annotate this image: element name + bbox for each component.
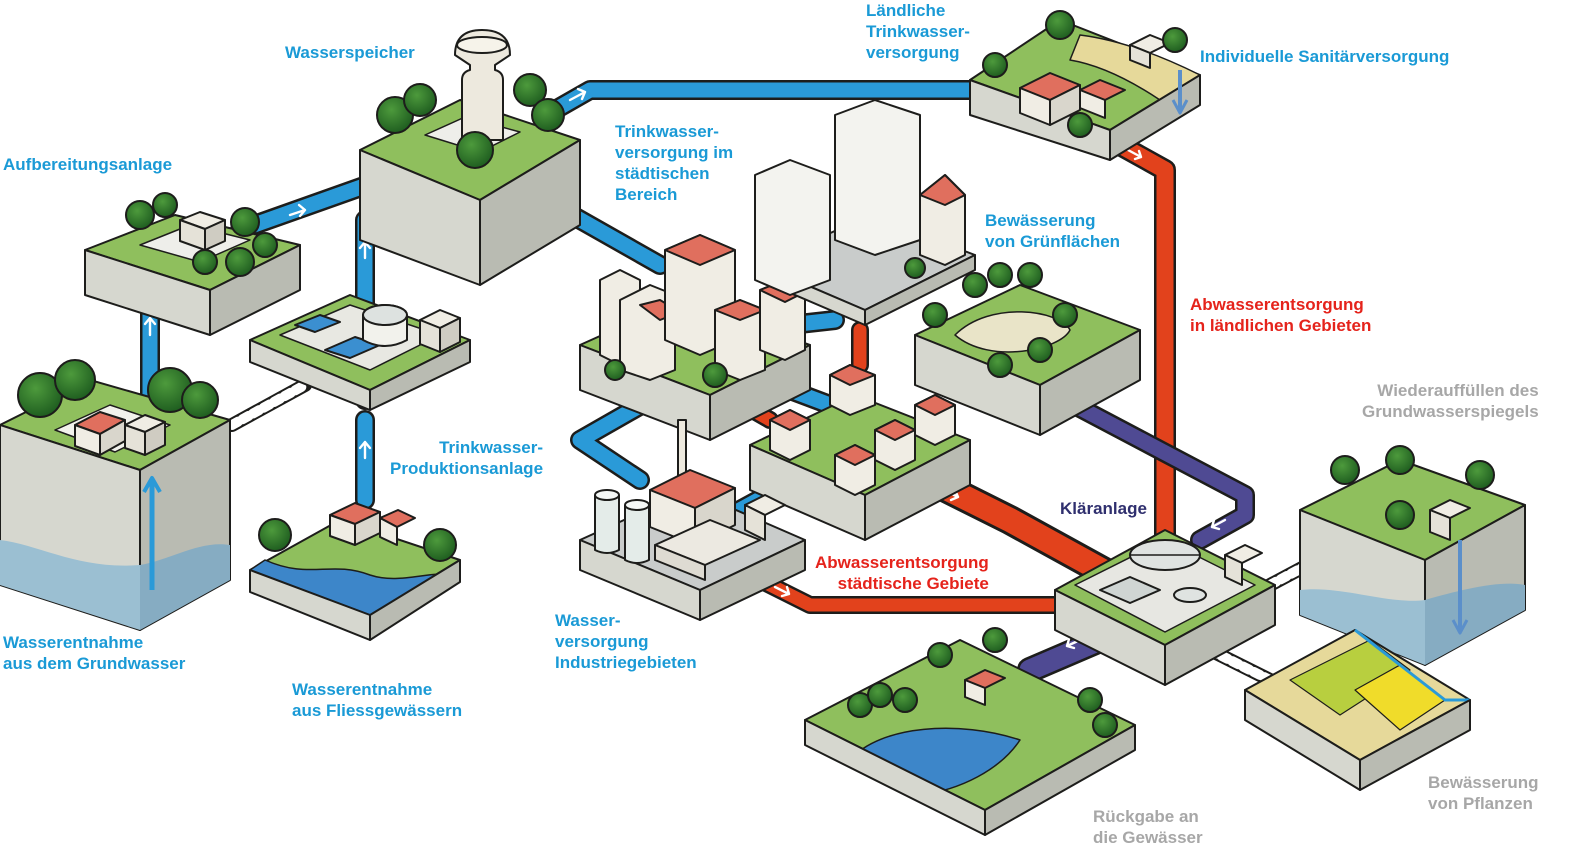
label-bewaesserung-pflanzen: Bewässerung von Pflanzen (1428, 773, 1539, 813)
label-wasserentnahme-fliess: Wasserentnahme aus Fliessgewässern (292, 680, 463, 720)
label-laendliche-trinkwasser: Ländliche Trinkwasser- versorgung (866, 1, 970, 62)
water-tower-block (359, 29, 581, 286)
recharge-block (1299, 445, 1526, 666)
river-return-block (804, 627, 1136, 836)
label-wasserversorgung-industrie: Wasser- versorgung Industriegebieten (555, 611, 697, 672)
label-klaeranlage: Kläranlage (1060, 499, 1147, 518)
treatment-station-block (1054, 529, 1276, 686)
label-trinkwasser-staedtisch: Trinkwasser- versorgung im städtischen B… (615, 122, 734, 204)
label-abwasser-staedtisch: Abwasserentsorgung städtische Gebiete (815, 553, 989, 593)
label-rueckgabe: Rückgabe an die Gewässer (1093, 807, 1203, 847)
label-bewaesserung-gruen: Bewässerung von Grünflächen (985, 211, 1121, 251)
highrise-block (754, 99, 976, 326)
industry-block (579, 419, 806, 621)
label-trinkwasser-produktion: Trinkwasser- Produktionsanlage (390, 438, 544, 478)
groundwater-block (0, 359, 231, 631)
suburb-block (749, 364, 971, 541)
crop-field-block (1244, 628, 1471, 791)
label-individuelle: Individuelle Sanitärversorgung (1200, 47, 1450, 66)
production-plant-block (249, 294, 471, 411)
treatment-plant-block (84, 192, 301, 336)
green-space-block (914, 262, 1141, 436)
rural-block (969, 10, 1201, 161)
label-wasserentnahme-grund: Wasserentnahme aus dem Grundwasser (3, 633, 186, 673)
label-wiederauffuellen: Wiederauffüllen des Grundwasserspiegels (1362, 381, 1539, 421)
label-aufbereitung: Aufbereitungsanlage (3, 155, 173, 174)
label-abwasser-laendlich: Abwasserentsorgung in ländlichen Gebiete… (1190, 295, 1372, 335)
town-block (579, 234, 811, 441)
river-intake-block (249, 502, 461, 641)
label-wasserspeicher: Wasserspeicher (285, 43, 415, 62)
